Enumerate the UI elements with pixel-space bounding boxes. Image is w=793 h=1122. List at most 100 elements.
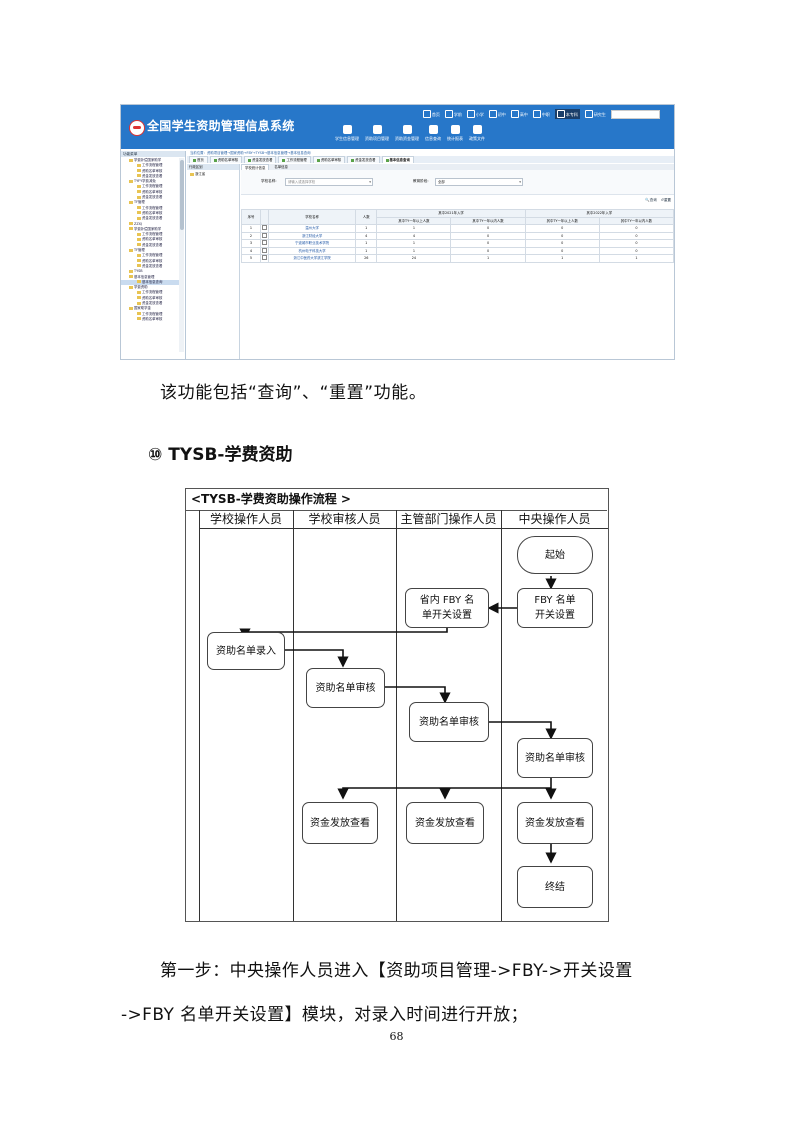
menu-tree-item[interactable]: 工作流程管理 bbox=[121, 253, 179, 258]
menu-tree-item[interactable]: TYSB bbox=[121, 269, 179, 274]
node-review-central: 资助名单审核 bbox=[517, 738, 593, 778]
menu-tree-item[interactable]: 资助名单审核 bbox=[121, 237, 179, 242]
top-nav-undergrad[interactable]: 本专科 bbox=[554, 109, 580, 119]
menu-tree-item[interactable]: TYFY学费减免 bbox=[121, 179, 179, 184]
menu-tree-item[interactable]: TF管理 bbox=[121, 248, 179, 253]
menu-tree-item[interactable]: 资金发放查看 bbox=[121, 174, 179, 179]
module-policy[interactable]: 政策文件 bbox=[469, 125, 485, 141]
stats-table: 序号 学校名称 人数 其中2021年入学 其中2022年入学 其中TY一年以上人… bbox=[241, 209, 674, 263]
reset-button[interactable]: ↺重置 bbox=[660, 198, 671, 202]
query-button[interactable]: 🔍查询 bbox=[645, 198, 657, 202]
menu-tree-item[interactable]: 资金发放查看 bbox=[121, 216, 179, 221]
row-checkbox[interactable] bbox=[260, 231, 269, 240]
top-nav-graduate[interactable]: 研究生 bbox=[584, 110, 606, 118]
row-checkbox[interactable] bbox=[260, 246, 269, 255]
menu-tree-item[interactable]: 资金发放查看 bbox=[121, 243, 179, 248]
top-nav-home[interactable]: 首页 bbox=[422, 110, 440, 118]
step-one-line1: 第一步：中央操作人员进入【资助项目管理->FBY->开关设置 bbox=[160, 961, 633, 981]
page-tab[interactable]: 首页 bbox=[189, 156, 208, 163]
table-cell: 3 bbox=[241, 239, 261, 248]
scroll-thumb[interactable] bbox=[179, 160, 184, 230]
menu-tree-item[interactable]: ZZXJ bbox=[121, 222, 179, 227]
page-tab[interactable]: 基本信息查询 bbox=[381, 156, 414, 163]
menu-tree-item[interactable]: 资助名单审核 bbox=[121, 190, 179, 195]
menu-tree-item[interactable]: 学费补偿国家助学 bbox=[121, 227, 179, 232]
row-checkbox[interactable] bbox=[260, 254, 269, 263]
page-tab[interactable]: 资助名单审核 bbox=[312, 156, 346, 163]
menu-tree-item[interactable]: 工作流程管理 bbox=[121, 232, 179, 237]
menu-tree-label: 基本信息管理 bbox=[134, 274, 155, 279]
menu-tree-item[interactable]: 资金发放查看 bbox=[121, 301, 179, 306]
module-project[interactable]: 资助项目管理 bbox=[365, 125, 389, 141]
row-checkbox[interactable] bbox=[260, 224, 269, 233]
module-report[interactable]: 统计报表 bbox=[447, 125, 463, 141]
menu-tree-label: 工作流程管理 bbox=[142, 311, 163, 316]
col-2021-within: 其中TY一年以内人数 bbox=[450, 216, 526, 225]
top-nav-middle[interactable]: 初中 bbox=[488, 110, 506, 118]
region-node[interactable]: 浙江省 bbox=[187, 172, 239, 176]
menu-tree-item[interactable]: 基本信息查询 bbox=[121, 279, 179, 286]
table-cell: 0 bbox=[598, 246, 674, 255]
menu-tree-item[interactable]: 国家助学金 bbox=[121, 306, 179, 311]
page-body: 行政区划 浙江省 学校统计信息 名单信息 学校名称: 请输入或选择学校 教育阶段… bbox=[187, 164, 674, 359]
tab-list-info[interactable]: 名单信息 bbox=[274, 165, 288, 169]
menu-tree-item[interactable]: 资金发放查看 bbox=[121, 195, 179, 200]
menu-tree-label: TF管理 bbox=[134, 248, 145, 253]
graduate-icon bbox=[584, 110, 593, 118]
menu-tree-item[interactable]: 资金发放查看 bbox=[121, 264, 179, 269]
top-nav-preschool[interactable]: 学前 bbox=[444, 110, 462, 118]
menu-tree-item[interactable]: 资助名单审核 bbox=[121, 211, 179, 216]
table-cell: 0 bbox=[450, 224, 526, 233]
level-label: 教育阶段: bbox=[413, 179, 429, 183]
menu-tree-item[interactable]: TF管理 bbox=[121, 200, 179, 205]
menu-tree-item[interactable]: 学费资助 bbox=[121, 285, 179, 290]
menu-tree-item[interactable]: 资助名单审核 bbox=[121, 259, 179, 264]
table-cell: 浙江中医药大学滨江学院 bbox=[267, 254, 357, 263]
level-select[interactable]: 全部 bbox=[435, 178, 523, 186]
menu-tree-label: 资金发放查看 bbox=[142, 242, 163, 247]
module-query[interactable]: 信息查询 bbox=[425, 125, 441, 141]
menu-tree-item[interactable]: 工作流程管理 bbox=[121, 290, 179, 295]
module-student-info[interactable]: 学生信息管理 bbox=[335, 125, 359, 141]
folder-icon bbox=[137, 259, 141, 263]
top-nav-primary[interactable]: 小学 bbox=[466, 110, 484, 118]
pie-chart-icon bbox=[450, 125, 460, 134]
module-funds[interactable]: 资助资金管理 bbox=[395, 125, 419, 141]
menu-tree-item[interactable]: 资助名单审核 bbox=[121, 169, 179, 174]
school-input[interactable]: 请输入或选择学校 bbox=[285, 178, 373, 186]
arrow-entry-to-review bbox=[285, 649, 349, 668]
row-checkbox[interactable] bbox=[260, 239, 269, 248]
page-tab[interactable]: 资金发放查看 bbox=[347, 156, 380, 163]
menu-tree-item[interactable]: 工作流程管理 bbox=[121, 163, 179, 168]
top-nav-vocational[interactable]: 中职 bbox=[532, 110, 550, 118]
menu-scrollbar[interactable] bbox=[179, 158, 184, 352]
table-cell: 0 bbox=[524, 239, 600, 248]
page-tab[interactable]: 资金发放查看 bbox=[244, 156, 277, 163]
menu-tree-item[interactable]: 学费补偿国家助学 bbox=[121, 158, 179, 163]
page-tab[interactable]: 资助名单审核 bbox=[209, 156, 243, 163]
folder-icon bbox=[137, 312, 141, 316]
page-tab[interactable]: 工作流程管理 bbox=[278, 156, 311, 163]
tab-school-stats[interactable]: 学校统计信息 bbox=[241, 164, 270, 170]
table-cell: 0 bbox=[524, 231, 600, 240]
menu-tree-item[interactable]: 工作流程管理 bbox=[121, 184, 179, 189]
menu-tree-item[interactable]: 资助名单审核 bbox=[121, 317, 179, 322]
menu-tree-item[interactable]: 工作流程管理 bbox=[121, 206, 179, 211]
menu-tree-label: 资助名单审核 bbox=[142, 189, 163, 194]
menu-tree-item[interactable]: 基本信息管理 bbox=[121, 275, 179, 280]
school-selector[interactable]: 浙江省本专科业务员(主) bbox=[610, 109, 660, 119]
menu-tree-label: 资助名单审核 bbox=[142, 295, 163, 300]
menu-tree-label: ZZXJ bbox=[134, 221, 142, 226]
menu-tree-item[interactable]: 资助名单审核 bbox=[121, 296, 179, 301]
lane-divider-2 bbox=[293, 510, 294, 921]
table-cell: 1 bbox=[355, 239, 378, 248]
top-nav-high[interactable]: 高中 bbox=[510, 110, 528, 118]
menu-tree-item[interactable]: 工作流程管理 bbox=[121, 312, 179, 317]
node-view-central: 资金发放查看 bbox=[517, 802, 593, 844]
